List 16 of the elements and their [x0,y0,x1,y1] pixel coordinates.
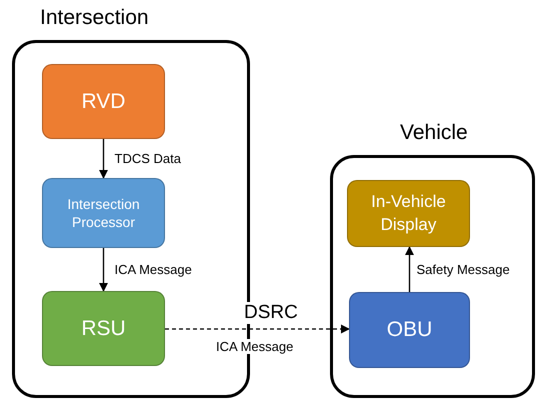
process-box: In-Vehicle Display [347,180,470,247]
process-box: Intersection Processor [42,178,165,248]
group-title: Vehicle [400,121,468,145]
edge-label: ICA Message [215,339,294,354]
edge-label: ICA Message [114,262,193,276]
process-box: OBU [349,292,470,368]
arrow [404,246,414,292]
arrow [98,248,108,292]
process-box: RSU [42,291,165,366]
arrow [98,139,108,179]
edge-label: Safety Message [416,262,511,276]
group-title: Intersection [40,6,149,30]
edge-label: TDCS Data [114,150,182,166]
dashed-arrow [165,324,350,334]
process-box: RVD [42,64,165,139]
protocol-label: DSRC [243,302,299,324]
